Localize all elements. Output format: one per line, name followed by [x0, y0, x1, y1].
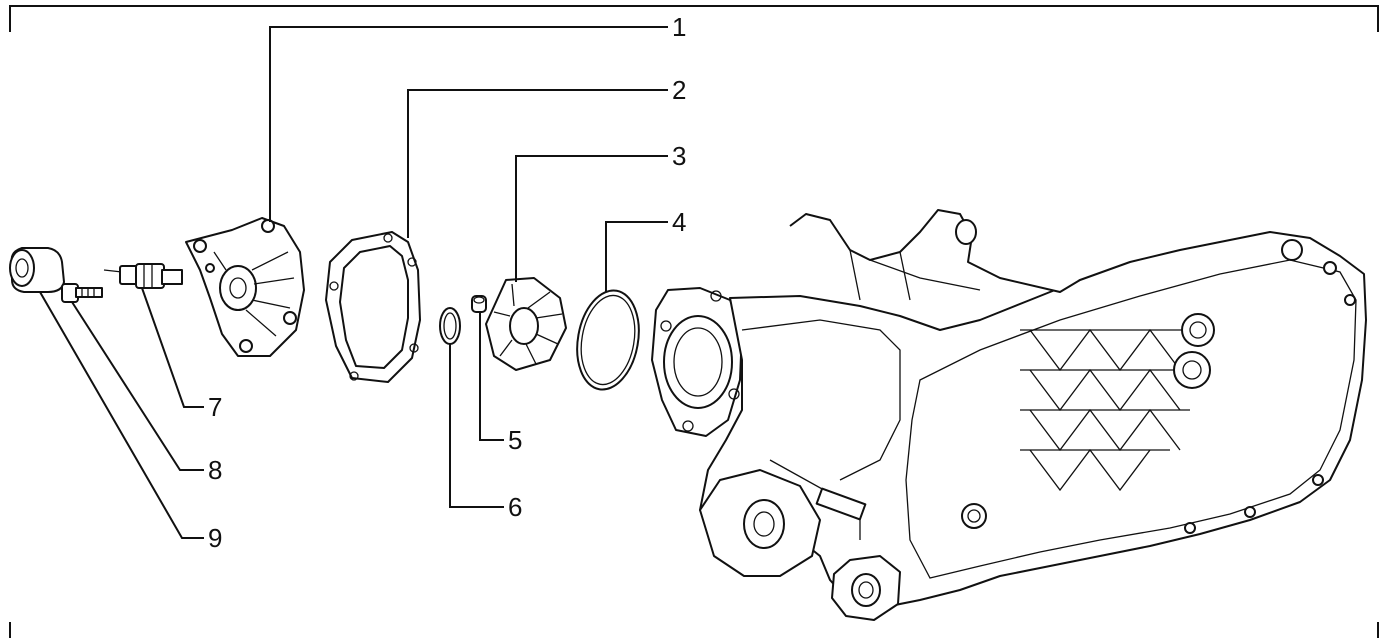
callout-4: 4	[672, 207, 686, 237]
leader-lines	[39, 26, 668, 539]
leader-7	[141, 287, 204, 408]
callout-7: 7	[208, 392, 222, 422]
callout-2: 2	[672, 75, 686, 105]
leader-3	[515, 155, 668, 282]
part-1-pump-cover	[185, 217, 305, 357]
page-frame	[9, 5, 1379, 638]
part-9-cap	[9, 247, 65, 293]
part-6-small-oring	[439, 307, 461, 345]
leader-2	[407, 89, 668, 238]
part-5-bushing	[471, 295, 487, 313]
callout-8: 8	[208, 455, 222, 485]
callout-3: 3	[672, 141, 686, 171]
leader-1	[269, 26, 668, 222]
callout-1: 1	[672, 12, 686, 42]
leader-6	[449, 344, 504, 508]
callout-5: 5	[508, 425, 522, 455]
callout-6: 6	[508, 492, 522, 522]
part-4-large-oring	[576, 289, 640, 391]
leader-4	[605, 221, 668, 292]
part-7-sensor	[103, 263, 183, 289]
leader-5	[479, 312, 504, 441]
part-2-gasket	[325, 231, 421, 383]
part-3-impeller	[485, 277, 567, 371]
callout-9: 9	[208, 523, 222, 553]
part-8-screw	[61, 283, 103, 303]
callout-labels: 1 2 3 4 5 6 7 8 9	[208, 12, 686, 553]
crankcase-housing	[651, 209, 1367, 621]
leader-9	[39, 291, 204, 539]
leader-8	[71, 301, 204, 471]
